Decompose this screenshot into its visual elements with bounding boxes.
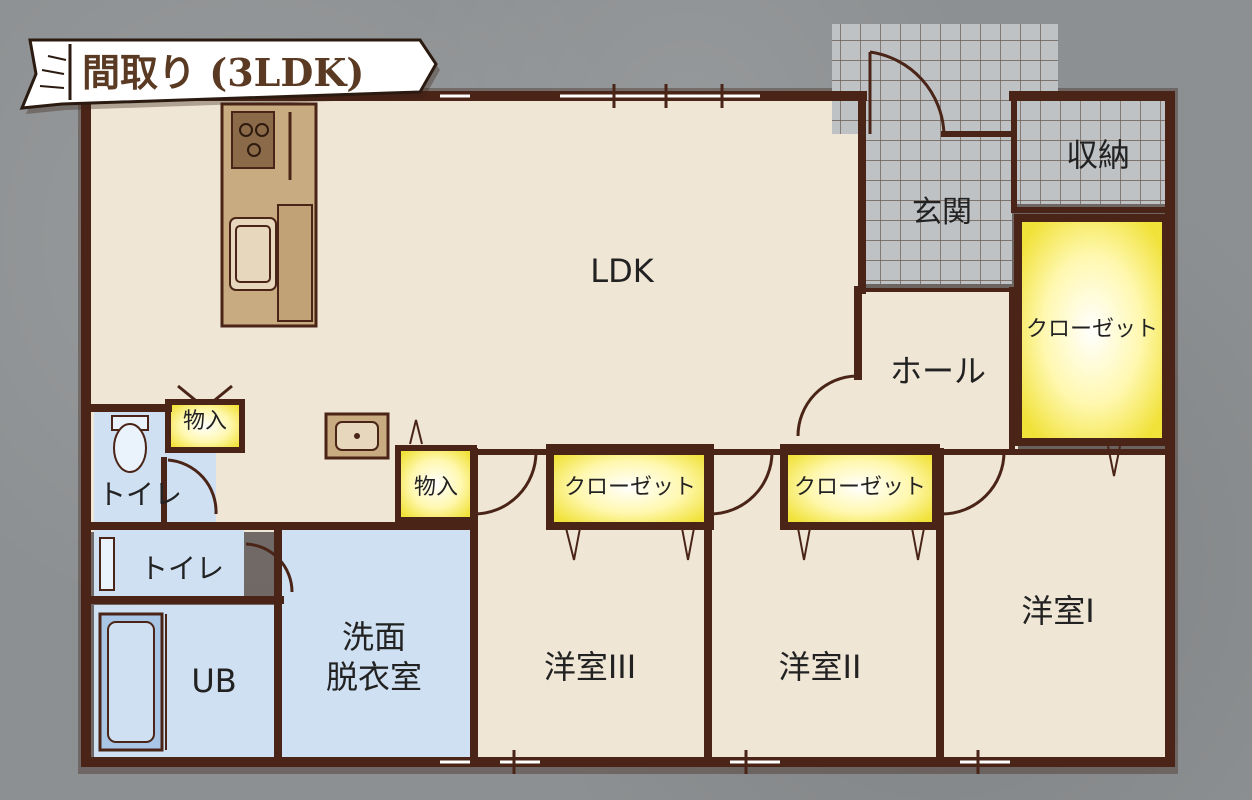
label-toilet-1: トイレ [98,478,182,511]
windows [440,94,1010,764]
label-closet-room2: クローゼット [794,475,926,500]
monoire-1-area [165,399,245,453]
floor-hall [858,290,1018,460]
storage-tiles [1016,96,1172,204]
label-monoire-1: 物入 [183,409,227,434]
toilet-fixture-1 [111,415,149,473]
label-monoire-2: 物入 [414,475,458,500]
label-toilet-2: トイレ [140,552,224,585]
label-room2: 洋室II [779,648,862,686]
title-text: 間取り (3LDK) [82,50,364,95]
floor-washroom [280,530,474,762]
title-banner: 間取り (3LDK) [19,38,440,114]
wash-basin [324,412,390,460]
label-ldk: LDK [590,252,654,290]
label-hall: ホール [890,352,986,390]
label-closet-right: クローゼット [1026,317,1158,342]
label-washroom-1: 洗面 [342,618,406,656]
window-ticks [512,84,980,774]
label-room3: 洋室III [544,648,636,686]
door-swings [167,50,1006,593]
label-room1: 洋室I [1021,592,1094,630]
closet-right-area [1014,214,1170,446]
closet-door-marks [409,419,1121,561]
floor-toilet2 [94,530,244,600]
kitchen-counter [220,102,318,328]
label-washroom-2: 脱衣室 [326,658,422,696]
toilet-fixture-2 [99,537,115,591]
bathtub [98,612,167,752]
genkan-tiles [862,134,1012,284]
label-ub: UB [191,662,236,700]
label-genkan: 玄関 [912,195,972,230]
label-closet-room3: クローゼット [564,475,696,500]
label-storage: 収納 [1066,136,1130,174]
